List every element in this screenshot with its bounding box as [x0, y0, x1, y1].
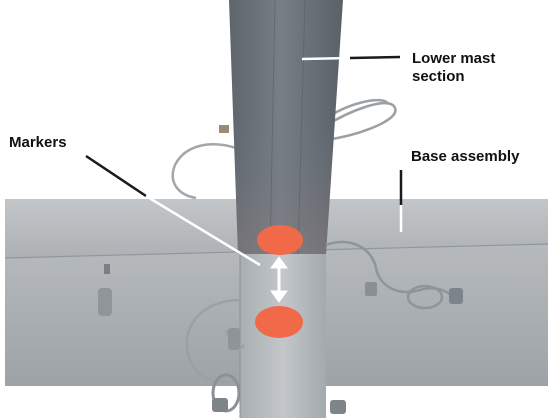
marker-lower: [255, 306, 303, 338]
label-base-assembly: Base assembly: [411, 148, 520, 165]
callout-line-markers: [145, 194, 261, 267]
label-markers: Markers: [9, 134, 67, 151]
ring-clip: [406, 284, 444, 310]
callout-line-mast-dark: [349, 55, 401, 60]
cable-left: [171, 143, 237, 200]
clip-lower: [228, 328, 240, 350]
pin-left-cap: [104, 264, 110, 274]
cable-right: [325, 240, 457, 301]
bolt-right: [449, 288, 463, 304]
lower-mast-tint: [234, 120, 334, 254]
distance-arrow: [270, 256, 288, 303]
bolt-lower-right: [330, 400, 346, 414]
callout-line-markers-dark: [85, 154, 147, 198]
pin-left: [98, 288, 112, 316]
bolt-lower-left: [212, 398, 228, 412]
marker-upper: [257, 225, 303, 255]
bolt-upper: [219, 125, 229, 133]
bolt-center: [365, 282, 377, 296]
mast-seams: [269, 0, 306, 255]
label-lower-mast-section: Lower mast section: [412, 50, 496, 85]
